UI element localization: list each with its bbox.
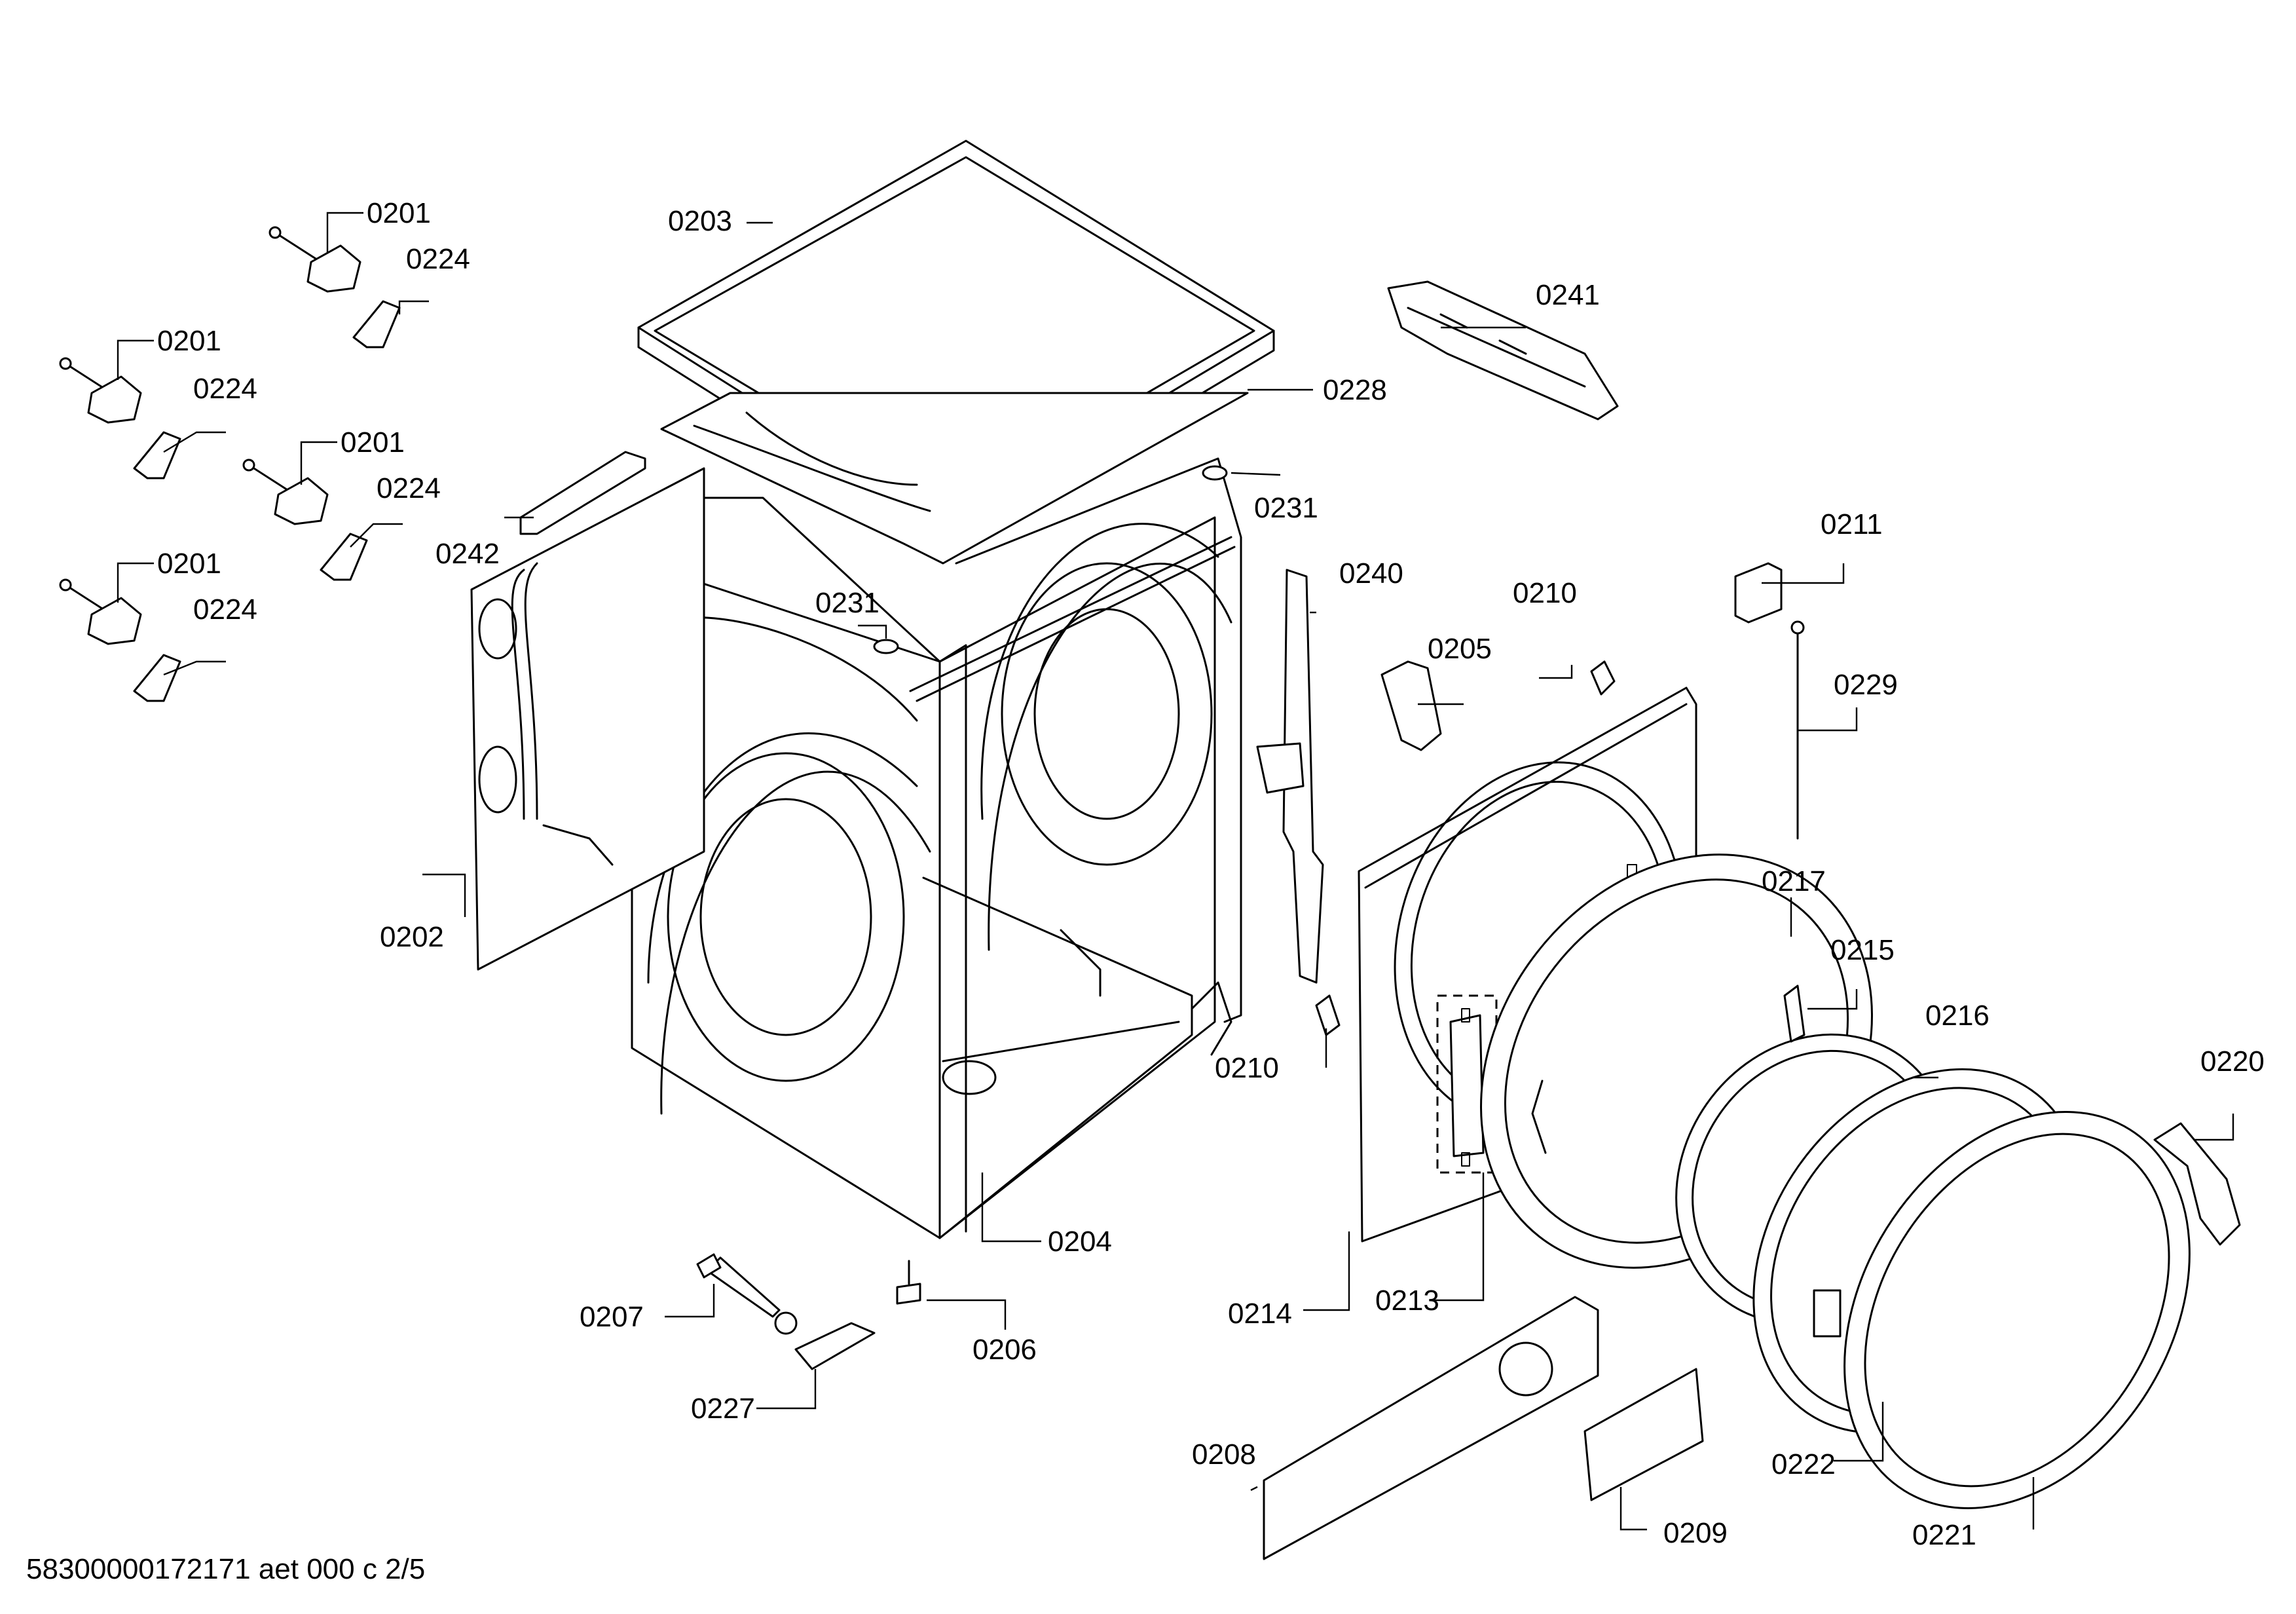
label-0227[interactable]: 0227	[691, 1393, 755, 1425]
screw-bracket-set-a[interactable]	[268, 226, 401, 348]
screw-bracket-set-b[interactable]	[59, 357, 181, 479]
label-0231a[interactable]: 0231	[1254, 492, 1318, 524]
label-0241[interactable]: 0241	[1536, 279, 1600, 311]
label-0224c[interactable]: 0224	[377, 472, 441, 504]
door-outer-ring-part[interactable]	[1773, 1048, 2260, 1572]
label-0204[interactable]: 0204	[1048, 1226, 1112, 1258]
label-0205[interactable]: 0205	[1428, 633, 1492, 665]
cabinet-housing-part[interactable]	[631, 457, 1242, 1239]
label-0224b[interactable]: 0224	[193, 373, 257, 405]
label-0231b[interactable]: 0231	[815, 587, 880, 619]
label-0201b[interactable]: 0201	[157, 325, 221, 357]
drawer-part-0209[interactable]	[1583, 1368, 1704, 1501]
label-0210a[interactable]: 0210	[1513, 577, 1577, 609]
plate-part-0227[interactable]	[794, 1322, 876, 1370]
hinge-part-0205[interactable]	[1380, 660, 1442, 751]
clip-part-0215[interactable]	[1783, 985, 1805, 1043]
label-0224d[interactable]: 0224	[193, 593, 257, 626]
drawer-panel-part-0208[interactable]	[1263, 1296, 1599, 1560]
vertical-strut-part[interactable]	[1256, 569, 1324, 984]
label-0211[interactable]: 0211	[1821, 508, 1883, 540]
part-labels: 0201 0224 0201 0224 0201 0224 0201 0224 …	[157, 197, 2265, 1551]
label-0222[interactable]: 0222	[1771, 1448, 1836, 1480]
label-0221[interactable]: 0221	[1912, 1519, 1976, 1551]
rear-bracket-part[interactable]	[1387, 280, 1619, 421]
label-0216[interactable]: 0216	[1925, 1000, 1990, 1032]
label-0215[interactable]: 0215	[1830, 934, 1895, 966]
label-0202[interactable]: 0202	[380, 921, 444, 953]
label-0242[interactable]: 0242	[435, 538, 500, 570]
label-0209[interactable]: 0209	[1663, 1517, 1728, 1549]
disk-part-0231b[interactable]	[873, 639, 899, 654]
label-0207[interactable]: 0207	[580, 1301, 644, 1333]
label-0228[interactable]: 0228	[1323, 374, 1387, 406]
label-0201d[interactable]: 0201	[157, 548, 221, 580]
screw-bracket-set-c[interactable]	[242, 459, 368, 581]
label-0208[interactable]: 0208	[1192, 1438, 1256, 1471]
document-id: 58300000172171 aet 000 c 2/5	[26, 1553, 425, 1585]
interlock-part-0211[interactable]	[1734, 562, 1783, 624]
label-0201a[interactable]: 0201	[367, 197, 431, 229]
label-0229[interactable]: 0229	[1834, 669, 1898, 701]
label-0220[interactable]: 0220	[2200, 1045, 2265, 1078]
label-0201c[interactable]: 0201	[341, 426, 405, 459]
label-0214[interactable]: 0214	[1228, 1298, 1292, 1330]
side-panel-part[interactable]	[470, 467, 705, 971]
label-0213[interactable]: 0213	[1375, 1285, 1439, 1317]
wrench-part-0207[interactable]	[696, 1253, 798, 1335]
label-0206[interactable]: 0206	[972, 1334, 1037, 1366]
label-0203[interactable]: 0203	[668, 205, 732, 237]
label-0210b[interactable]: 0210	[1215, 1052, 1279, 1084]
door-handle-part[interactable]	[2153, 1122, 2241, 1246]
top-rail-bracket-part[interactable]	[519, 451, 646, 535]
foot-part-0206[interactable]	[896, 1260, 921, 1305]
clip-part-0210a[interactable]	[1590, 660, 1616, 696]
label-0224a[interactable]: 0224	[406, 243, 470, 275]
label-0240[interactable]: 0240	[1339, 557, 1403, 590]
screw-bracket-set-d[interactable]	[59, 578, 181, 702]
disk-part-0231a[interactable]	[1202, 465, 1228, 481]
clip-part-0210b[interactable]	[1315, 994, 1341, 1036]
cable-part-0229[interactable]	[1790, 620, 1805, 840]
top-seal-tray-part[interactable]	[660, 392, 1249, 565]
label-0217[interactable]: 0217	[1762, 865, 1826, 897]
leader-lines	[117, 212, 2234, 1531]
